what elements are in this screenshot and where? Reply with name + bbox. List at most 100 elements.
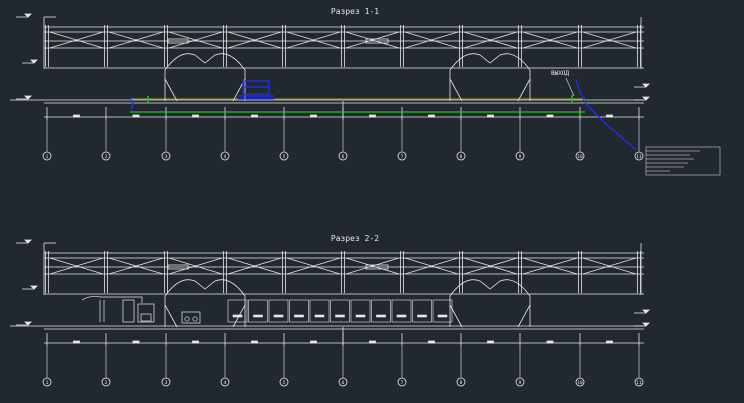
axis-bubble <box>515 377 525 387</box>
foundation-mark <box>487 114 494 118</box>
axis-label: 6 <box>342 154 345 160</box>
truss-diagonal <box>286 31 341 49</box>
axis-bubble <box>338 377 348 387</box>
axis-label: 2 <box>105 380 108 386</box>
cabinet-plate <box>294 314 304 318</box>
axis-3: 3 <box>161 346 171 387</box>
axis-9: 9 <box>515 120 525 161</box>
portal-arch <box>164 53 246 101</box>
level-marker-triangle <box>642 96 650 101</box>
foundation-mark <box>310 340 317 344</box>
cabinet-plate <box>437 314 448 318</box>
axis-5: 5 <box>279 120 289 161</box>
axis-bubble <box>456 377 466 387</box>
axis-1: 1 <box>42 120 52 161</box>
level-marker-triangle <box>24 321 32 326</box>
truss-diagonal <box>227 31 282 49</box>
truss-diagonal <box>463 257 518 275</box>
axis-11: 11 <box>634 346 644 387</box>
portal-arch <box>449 53 531 101</box>
exit-leader-line <box>565 77 575 97</box>
axis-bubble <box>575 151 585 161</box>
axis-bubble <box>634 151 644 161</box>
foundation-mark <box>428 114 435 118</box>
axis-label: 8 <box>460 154 463 160</box>
axis-4: 4 <box>220 120 230 161</box>
axis-8: 8 <box>456 346 466 387</box>
axis-label: 9 <box>519 154 522 160</box>
cabinet <box>330 299 350 323</box>
note-block <box>645 146 721 176</box>
level-marker-triangle <box>24 13 32 18</box>
truss-diagonal <box>168 257 223 275</box>
foundation-mark <box>251 114 258 118</box>
foundation-mark <box>251 340 258 344</box>
cabinet-plate <box>355 314 366 318</box>
axis-bubble <box>456 151 466 161</box>
axis-bubble <box>161 377 171 387</box>
axis-bubble <box>279 151 289 161</box>
cabinet <box>371 299 391 323</box>
axis-6: 6 <box>338 120 348 161</box>
axis-8: 8 <box>456 120 466 161</box>
level-marker-triangle <box>642 322 650 327</box>
axis-label: 2 <box>105 154 108 160</box>
axis-label: 10 <box>577 380 583 386</box>
truss-diagonal <box>522 31 578 49</box>
axis-bubble <box>338 151 348 161</box>
truss-diagonal <box>582 31 637 49</box>
axis-bubble <box>575 377 585 387</box>
section-2-title: Разрез 2-2 <box>331 234 379 243</box>
cabinet-plate <box>314 314 325 318</box>
truss-diagonal <box>286 257 341 275</box>
axis-bubble <box>42 151 52 161</box>
cabinet <box>248 299 268 323</box>
cabinet-plate <box>273 314 284 318</box>
foundation-mark <box>132 114 140 118</box>
truss-diagonal <box>463 31 518 49</box>
axis-bubble <box>101 377 111 387</box>
axis-7: 7 <box>397 346 407 387</box>
foundation-mark <box>73 114 80 118</box>
cabinet-plate <box>417 314 427 318</box>
portal-arch <box>164 279 246 327</box>
axis-label: 9 <box>519 380 522 386</box>
truss-diagonal <box>227 257 282 275</box>
cabinet-plate <box>335 314 345 318</box>
axis-bubble <box>161 151 171 161</box>
axis-label: 8 <box>460 380 463 386</box>
foundation-mark <box>428 340 435 344</box>
cabinet <box>432 299 453 323</box>
section-1-axis-bubbles: 1 2 3 4 5 6 7 8 9 10 11 <box>42 120 644 161</box>
cabinet <box>350 299 371 323</box>
axis-bubble <box>634 377 644 387</box>
truss-diagonal <box>404 31 459 49</box>
portal-arch <box>449 279 531 327</box>
foundation-mark <box>546 114 554 118</box>
truss-diagonal <box>345 31 400 49</box>
axis-bubble <box>220 151 230 161</box>
axis-bubble <box>515 151 525 161</box>
axis-label: 5 <box>283 380 286 386</box>
axis-label: 10 <box>577 154 583 160</box>
axis-9: 9 <box>515 346 525 387</box>
axis-2: 2 <box>101 346 111 387</box>
truss-diagonal <box>404 257 459 275</box>
section-1-frame <box>10 13 650 120</box>
axis-5: 5 <box>279 346 289 387</box>
foundation-mark <box>73 340 80 344</box>
level-marker-triangle <box>24 239 32 244</box>
axis-3: 3 <box>161 120 171 161</box>
axis-label: 11 <box>636 154 642 160</box>
blue-cable-right <box>575 78 637 151</box>
truss-diagonal <box>49 31 104 49</box>
axis-7: 7 <box>397 120 407 161</box>
truss-diagonal <box>108 257 164 275</box>
foundation-mark <box>487 340 494 344</box>
level-marker-triangle <box>24 95 32 100</box>
level-marker-triangle <box>30 285 38 290</box>
truss-diagonal <box>108 31 164 49</box>
roof-vent-unit <box>365 264 389 270</box>
foundation-mark <box>192 340 199 344</box>
